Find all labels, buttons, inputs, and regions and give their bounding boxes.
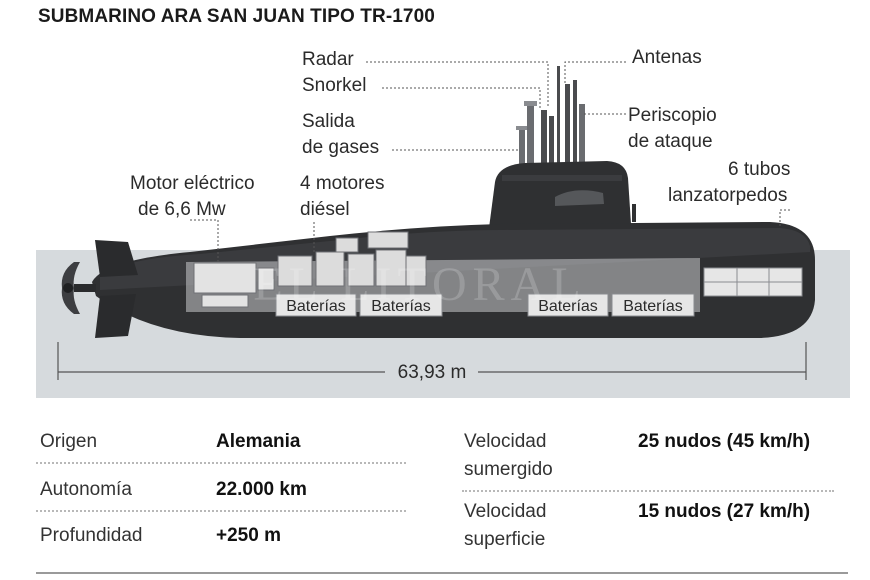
spec-origin-label: Origen [40, 431, 98, 452]
spec-speed-surface-label-2: superficie [464, 529, 546, 550]
label-periscope-1: Periscopio [628, 105, 717, 126]
electric-motor [193, 262, 275, 308]
label-periscope-2: de ataque [628, 131, 713, 152]
label-electric-motor-2: de 6,6 Mw [138, 199, 226, 220]
battery-label-4: Baterías [623, 298, 683, 315]
submarine-diagram: Baterías Baterías Baterías Baterías EL L… [36, 61, 850, 398]
spec-speed-submerged-label-1: Velocidad [464, 431, 547, 452]
bottom-rule [36, 572, 848, 574]
divider [36, 462, 406, 464]
spec-speed-submerged-label-2: sumergido [464, 459, 553, 480]
label-snorkel: Snorkel [302, 75, 367, 96]
label-exhaust-1: Salida [302, 111, 355, 132]
torpedo-tubes [703, 267, 803, 297]
spec-range-value: 22.000 km [216, 479, 307, 500]
spec-speed-submerged-value: 25 nudos (45 km/h) [638, 431, 811, 452]
label-torpedo-tubes-1: 6 tubos [728, 159, 791, 180]
label-torpedo-tubes-2: lanzatorpedos [668, 185, 788, 206]
battery-label-1: Baterías [286, 298, 346, 315]
leader-lines [190, 61, 790, 262]
tail-fin-upper [95, 240, 138, 277]
label-diesel-1: 4 motores [300, 173, 385, 194]
label-radar: Radar [302, 49, 354, 70]
battery-labels: Baterías Baterías Baterías Baterías [286, 298, 683, 315]
person-figure [632, 204, 636, 222]
battery-blocks [275, 293, 695, 317]
length-label: 63,93 m [398, 362, 467, 383]
spec-origin-value: Alemania [216, 431, 301, 452]
sail [489, 161, 631, 228]
length-dimension [57, 342, 807, 380]
divider [36, 510, 406, 512]
label-electric-motor-1: Motor eléctrico [130, 173, 255, 194]
label-antennas: Antenas [632, 47, 702, 68]
tail-fin-lower [95, 294, 136, 338]
battery-label-3: Baterías [538, 298, 598, 315]
infographic-title: SUBMARINO ARA SAN JUAN TIPO TR-1700 [38, 6, 435, 27]
divider [462, 490, 834, 492]
spec-speed-surface-value: 15 nudos (27 km/h) [638, 501, 811, 522]
diesel-engines [277, 231, 427, 287]
spec-range-label: Autonomía [40, 479, 132, 500]
battery-label-2: Baterías [371, 298, 431, 315]
label-diesel-2: diésel [300, 199, 350, 220]
spec-depth-value: +250 m [216, 525, 281, 546]
spec-depth-label: Profundidad [40, 525, 143, 546]
watermark: EL LITORAL [253, 258, 586, 311]
spec-speed-surface-label-1: Velocidad [464, 501, 547, 522]
label-exhaust-2: de gases [302, 137, 380, 158]
masts [516, 66, 585, 168]
